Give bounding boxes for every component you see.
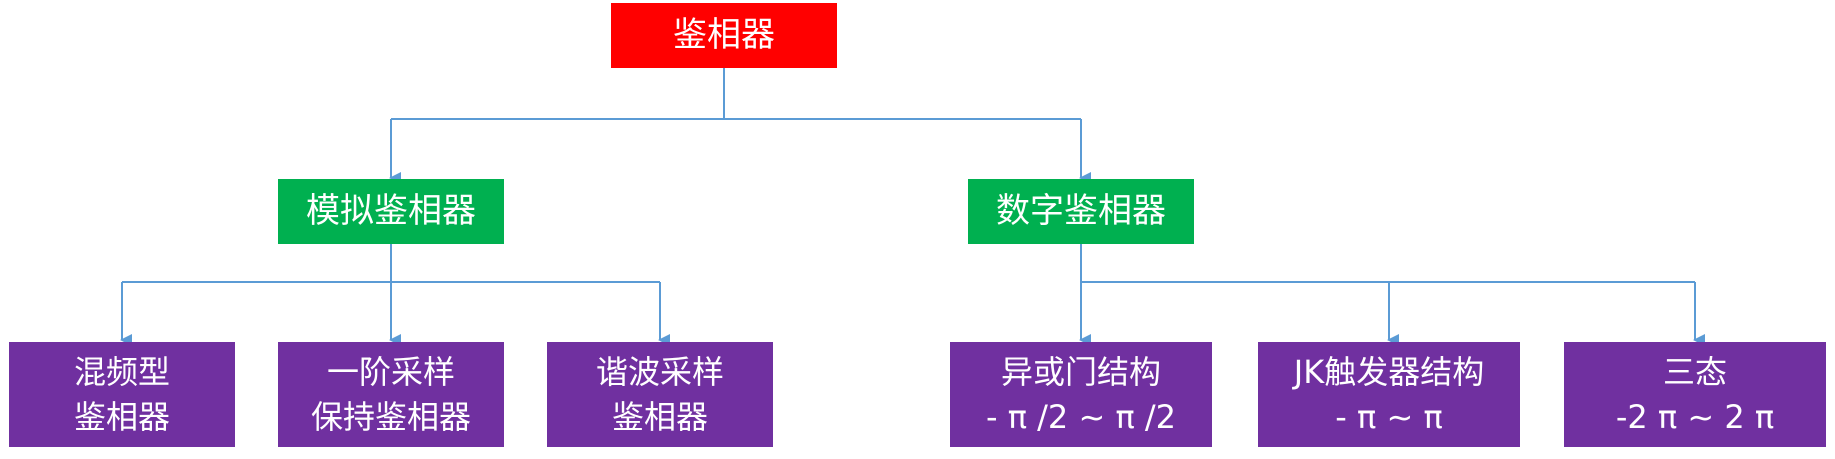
leaf-node-line2: - π /2 ~ π /2: [985, 397, 1177, 436]
leaf-node-line1: 谐波采样: [595, 352, 724, 391]
category-node-label: 数字鉴相器: [996, 190, 1166, 231]
leaf-node-line1: JK触发器结构: [1293, 352, 1485, 391]
leaf-node-line2: 鉴相器: [73, 397, 170, 436]
leaf-node-line1: 异或门结构: [1000, 352, 1161, 391]
connector-analog-trunk: [122, 244, 660, 283]
leaf-node-line2: -2 π ~ 2 π: [1615, 397, 1775, 436]
connector-digital-trunk: [1080, 244, 1695, 283]
leaf-node-mixer: 混频型 鉴相器: [9, 342, 235, 447]
root-node-label: 鉴相器: [673, 14, 775, 55]
category-node-analog: 模拟鉴相器: [278, 179, 504, 244]
leaf-node-harmonic-sampling: 谐波采样 鉴相器: [547, 342, 773, 447]
leaf-node-first-order-sample-hold: 一阶采样 保持鉴相器: [278, 342, 504, 447]
leaf-node-line1: 混频型: [73, 352, 170, 391]
leaf-node-tri-state: 三态 -2 π ~ 2 π: [1564, 342, 1826, 447]
connector-root-trunk: [391, 68, 1081, 120]
root-node-phase-detector: 鉴相器: [611, 3, 837, 68]
leaf-node-jk-flip-flop: JK触发器结构 - π ~ π: [1258, 342, 1520, 447]
leaf-node-line1: 一阶采样: [326, 352, 455, 391]
leaf-node-line2: - π ~ π: [1335, 397, 1443, 436]
category-node-label: 模拟鉴相器: [306, 190, 476, 231]
leaf-node-xor-gate: 异或门结构 - π /2 ~ π /2: [950, 342, 1212, 447]
leaf-node-line1: 三态: [1662, 352, 1727, 391]
leaf-node-line2: 保持鉴相器: [310, 397, 471, 436]
leaf-node-line2: 鉴相器: [611, 397, 708, 436]
category-node-digital: 数字鉴相器: [968, 179, 1194, 244]
